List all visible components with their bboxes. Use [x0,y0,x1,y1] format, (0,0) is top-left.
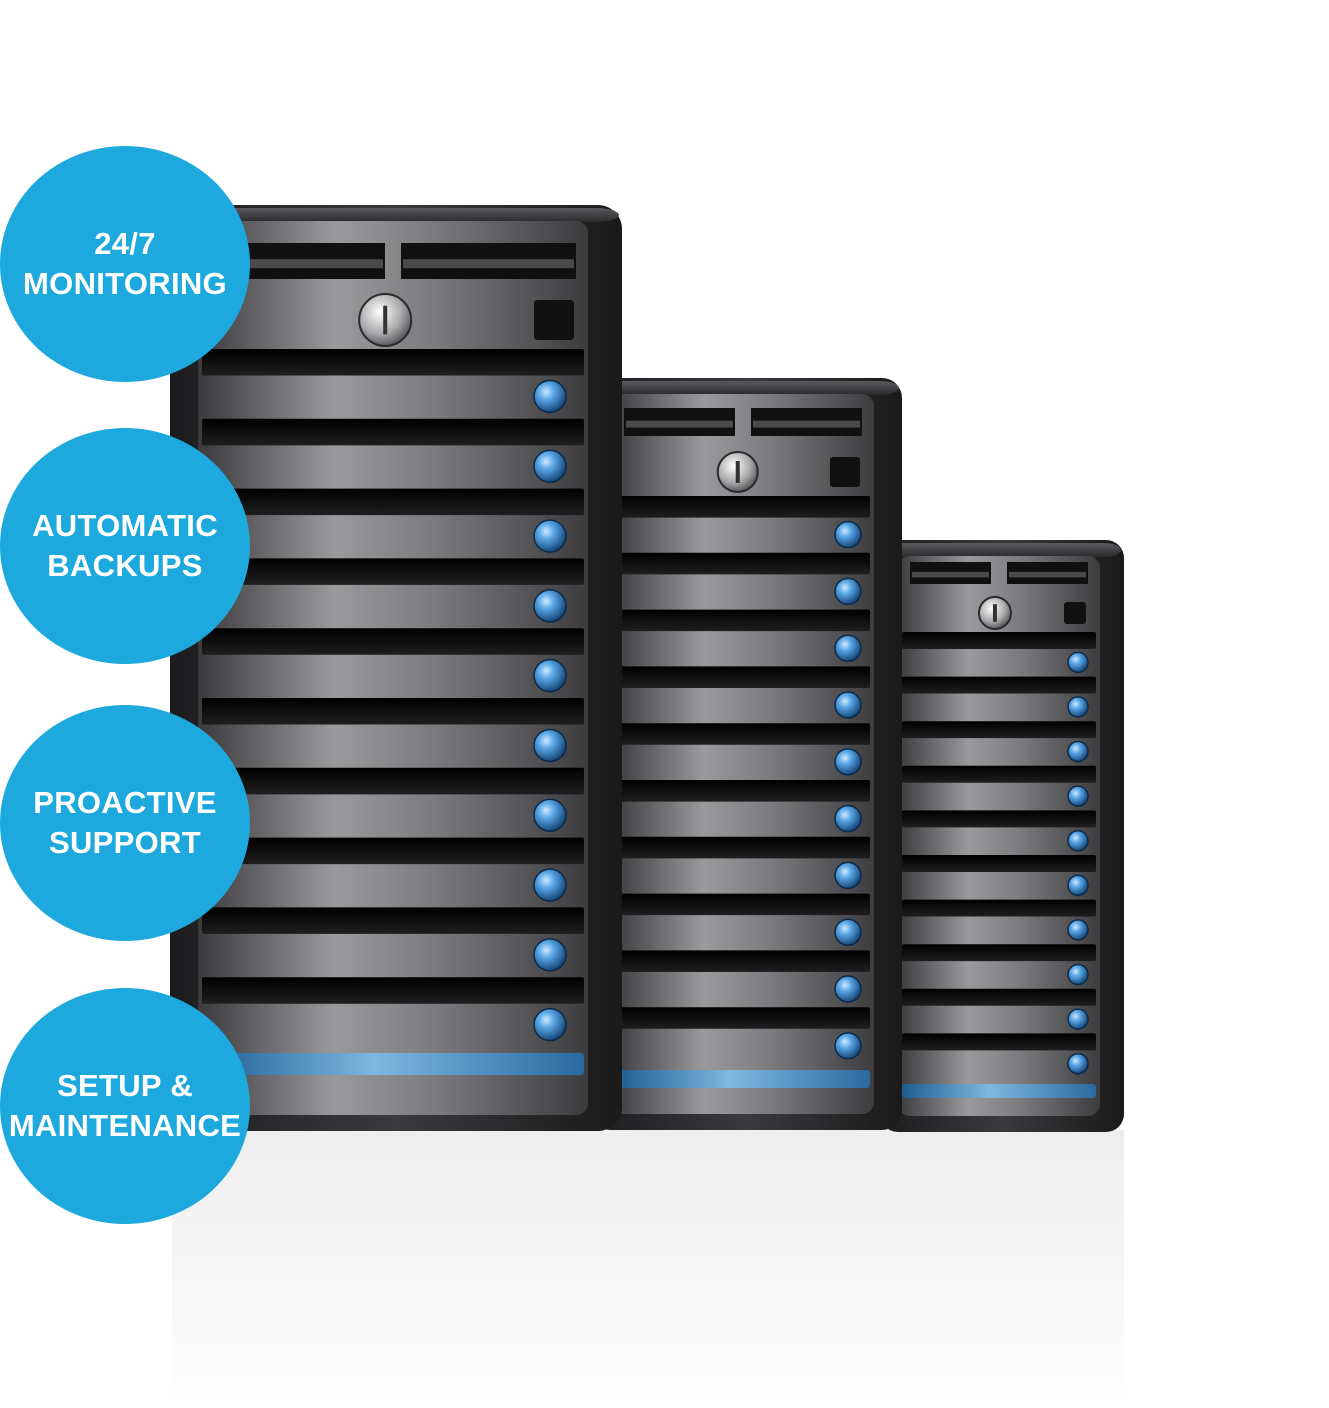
server-vent-shine [1009,571,1086,578]
led-icon [1067,1052,1089,1075]
large-server [170,205,622,1131]
feature-badge-line: MAINTENANCE [8,1108,242,1143]
drive-bay-slot [616,950,870,972]
led-icon [834,748,862,776]
drive-bay-slot [902,632,1096,649]
led-icon [533,798,567,833]
led-icon [1067,874,1089,897]
drive-bay-slot [616,723,870,745]
led-icon [533,868,567,902]
drive-bay-slot [902,765,1096,783]
feature-badge-line: BACKUPS [47,548,203,583]
led-icon [834,861,862,890]
led-icon [533,449,567,484]
feature-badge-line: PROACTIVE [33,785,217,820]
drive-bay-slot [902,676,1096,694]
drive-bay-slot [202,488,584,516]
drive-bay-slot [202,907,584,934]
drive-bay-slot [202,698,584,725]
led-icon [1067,919,1089,941]
led-icon [1067,963,1089,986]
drive-bay-slot [902,810,1096,828]
drive-bay-slot [202,837,584,865]
drive-bay-slot [616,836,870,859]
accent-bar [902,1084,1096,1098]
server-vent-shine [753,420,860,428]
led-icon [1067,696,1089,718]
led-icon [1067,829,1089,852]
drive-bay-slot [902,899,1096,917]
drive-bay-slot [616,780,870,802]
led-icon [533,519,567,553]
feature-badge-line: 24/7 [94,226,156,261]
server-vent-shine [212,259,383,269]
led-icon [533,1007,567,1042]
led-icon [834,577,862,606]
led-icon [533,379,567,414]
led-icon [533,938,567,972]
led-icon [834,804,862,833]
small-server [880,540,1124,1132]
led-icon [1067,651,1089,674]
server-front-panel [898,556,1100,1116]
server-top-edge [593,381,899,395]
accent-bar [616,1070,870,1088]
status-indicator [534,300,574,340]
feature-badge-monitoring: 24/7 MONITORING [0,146,250,382]
led-icon [834,634,862,662]
drive-bay-slot [616,609,870,632]
drive-bay-slot [202,558,584,585]
drive-bay-slot [616,496,870,518]
drive-bay-slot [616,666,870,688]
led-icon [1067,785,1089,807]
led-icon [834,975,862,1003]
drive-bay-slot [902,1033,1096,1051]
server-top-edge [173,208,619,222]
drive-bay-slot [616,552,870,575]
server-vent-shine [626,420,733,428]
drive-bay-slot [902,988,1096,1006]
power-button-mark [735,461,740,483]
medium-server [590,378,902,1130]
server-vent-shine [403,259,574,269]
led-icon [834,691,862,719]
feature-badge-maintenance: SETUP & MAINTENANCE [0,988,250,1224]
led-icon [834,520,862,549]
drive-bay-slot [902,721,1096,739]
server-vent-shine [912,571,989,578]
feature-badge-line: AUTOMATIC [32,508,218,543]
accent-bar [202,1053,584,1075]
drive-bay-slot [202,977,584,1004]
led-icon [834,1032,862,1060]
led-icon [533,728,567,763]
led-icon [1067,1008,1089,1030]
feature-badge-line: MONITORING [23,266,227,301]
status-indicator [830,457,860,487]
drive-bay-slot [616,893,870,916]
led-icon [834,918,862,946]
power-button-mark [992,604,997,622]
drive-bay-slot [202,767,584,795]
drive-bay-slot [202,418,584,446]
drive-bay-slot [616,1007,870,1029]
power-button-mark [383,305,388,335]
drive-bay-slot [902,855,1096,872]
server-top-edge [883,543,1121,557]
led-icon [533,589,567,623]
drive-bay-slot [202,628,584,655]
reflection [172,1130,1124,1408]
feature-badge-support: PROACTIVE SUPPORT [0,705,250,941]
feature-badge-line: SUPPORT [49,825,201,860]
feature-badge-backups: AUTOMATIC BACKUPS [0,428,250,664]
led-icon [1067,740,1089,763]
status-indicator [1064,602,1086,624]
drive-bay-slot [202,349,584,376]
led-icon [533,658,567,693]
drive-bay-slot [902,944,1096,962]
feature-badge-line: SETUP & [57,1068,193,1103]
